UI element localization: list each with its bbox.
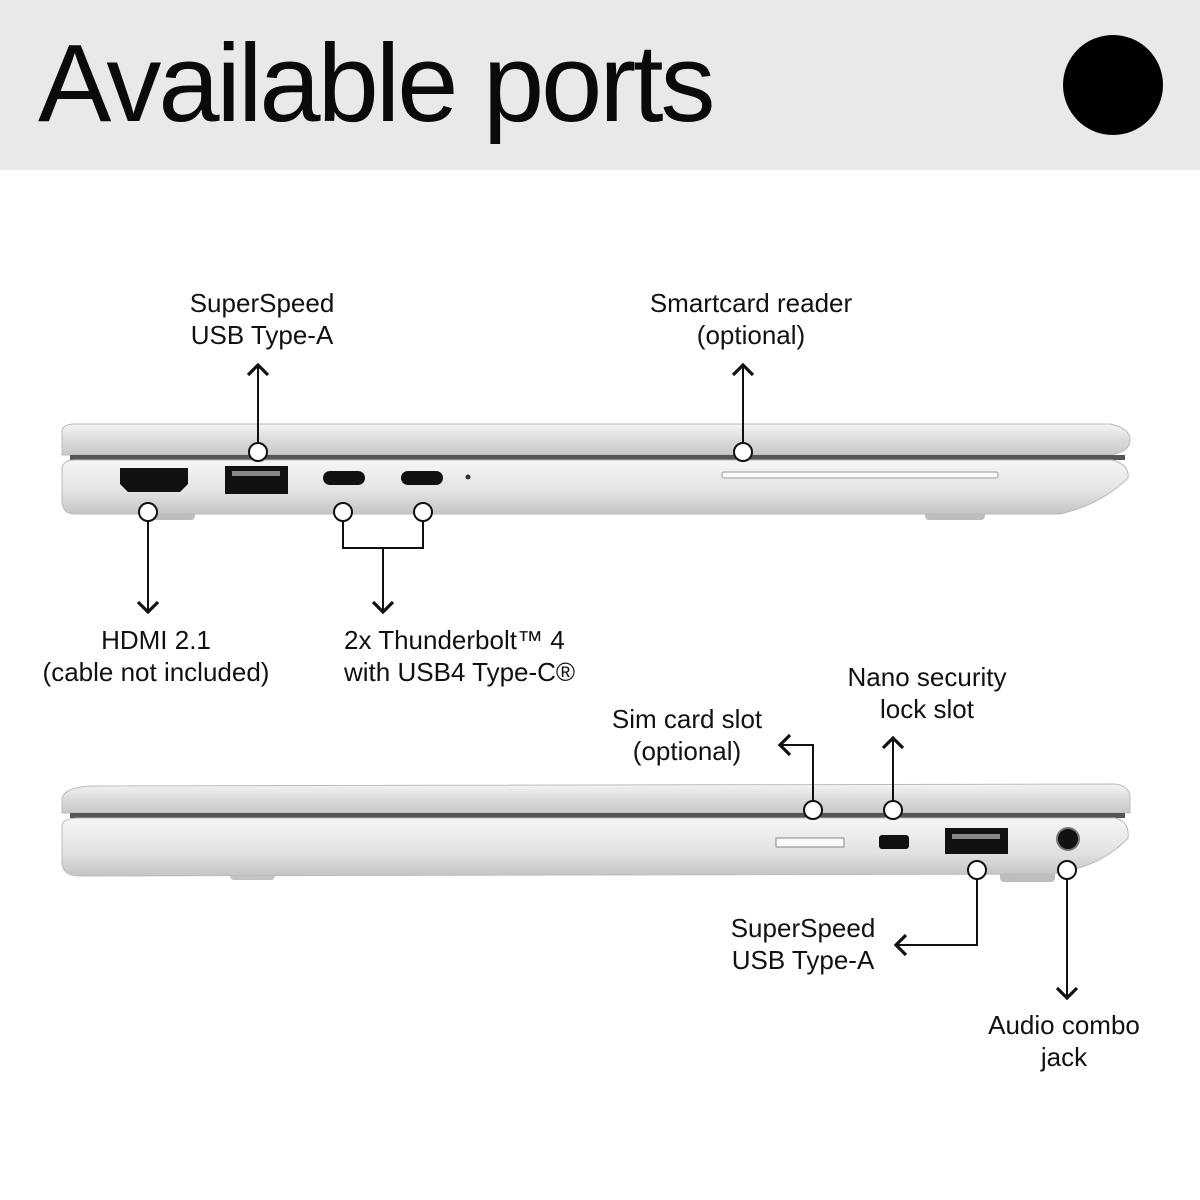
sim-slot xyxy=(775,837,845,848)
label-line: (optional) xyxy=(696,320,806,350)
lock-slot xyxy=(879,835,909,849)
smartcard-slot xyxy=(721,471,999,479)
label-smartcard: Smartcard reader (optional) xyxy=(650,287,852,351)
label-line: USB Type-A xyxy=(190,320,334,350)
audio-jack xyxy=(1056,827,1080,851)
usb-c-port-2 xyxy=(401,471,443,485)
label-usb-a-top: SuperSpeed USB Type-A xyxy=(190,287,335,351)
label-sim: Sim card slot (optional) xyxy=(612,703,762,767)
label-usb-a-bottom: SuperSpeed USB Type-A xyxy=(731,912,876,976)
label-line: 2x Thunderbolt™ 4 xyxy=(344,625,565,655)
label-lock: Nano security lock slot xyxy=(848,661,1007,725)
label-line: USB Type-A xyxy=(731,945,875,975)
header-band: Available ports xyxy=(0,0,1200,170)
label-thunderbolt: 2x Thunderbolt™ 4 with USB4 Type-C® xyxy=(344,624,575,688)
page-title: Available ports xyxy=(38,22,716,145)
usb-c-port-1 xyxy=(323,471,365,485)
label-line: lock slot xyxy=(880,694,974,724)
laptop-right-side xyxy=(61,783,1131,882)
laptop-left-side xyxy=(61,423,1131,520)
hp-logo xyxy=(1063,35,1163,135)
label-line: jack xyxy=(1040,1042,1088,1072)
label-line: Sim card slot xyxy=(611,704,763,734)
label-line: Smartcard reader xyxy=(649,288,853,318)
label-line: (cable not included) xyxy=(42,657,270,687)
callouts xyxy=(136,362,1079,1001)
usb-a-port xyxy=(225,466,288,494)
hdmi-port xyxy=(120,468,188,492)
label-audio: Audio combo jack xyxy=(988,1009,1140,1073)
usb-a-port-right xyxy=(945,828,1008,854)
label-line: SuperSpeed xyxy=(189,288,335,318)
label-line: SuperSpeed xyxy=(730,913,876,943)
label-line: with USB4 Type-C® xyxy=(344,657,576,687)
label-line: Audio combo xyxy=(988,1010,1140,1040)
label-hdmi: HDMI 2.1 (cable not included) xyxy=(43,624,270,688)
callout-dots xyxy=(138,442,1077,880)
label-line: Nano security xyxy=(847,662,1007,692)
label-line: HDMI 2.1 xyxy=(101,625,211,655)
label-line: (optional) xyxy=(632,736,742,766)
